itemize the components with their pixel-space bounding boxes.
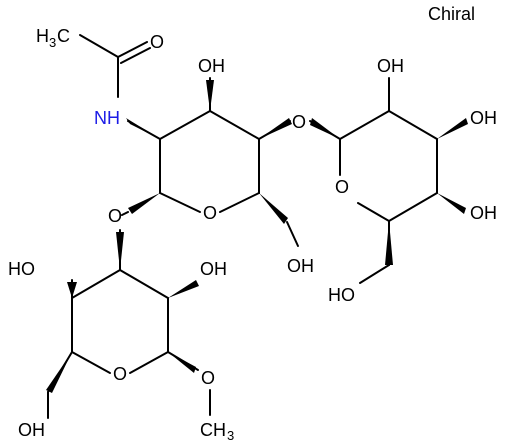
bond-b-c3-c4 <box>71 269 121 299</box>
atom-nh: NH <box>94 108 120 128</box>
wedge-gal-c5-ch2 <box>385 221 393 265</box>
wedge-c4-o <box>259 118 292 139</box>
atom-methyl-top-h: H <box>36 26 49 46</box>
bond-lines <box>47 34 438 419</box>
wedge-c5-ch2 <box>259 193 288 224</box>
wedge-b-c3-o <box>116 232 124 270</box>
atom-carbonyl-o: O <box>150 32 164 52</box>
atom-o-ring-gal: O <box>335 177 349 197</box>
bond-b-c3-c2 <box>119 269 169 299</box>
atom-oh-bottom-right: OH <box>200 259 227 279</box>
bond-b-oring-c5 <box>71 351 111 374</box>
bond-b-c1-oring <box>129 351 169 374</box>
bond-carbonyl-double-2 <box>120 47 151 64</box>
stereo-wedges <box>46 80 468 393</box>
atom-o-glyc-right: O <box>292 112 306 132</box>
atom-o-glyc-left: O <box>108 206 122 226</box>
wedge-b-c2-oh <box>168 280 199 298</box>
atom-ho-gal-ch2: HO <box>328 285 355 305</box>
atom-methyl-bottom-sub: 3 <box>227 428 234 443</box>
bond-methyl-carbonyl <box>79 34 119 58</box>
atom-oh-gal-right-upper: OH <box>470 108 497 128</box>
bond-gal-c2-c3 <box>388 110 438 140</box>
atom-oh-bottom-ch2: OH <box>18 420 45 440</box>
wedge-gal-c4-oh <box>437 193 466 214</box>
bond-gal-ch2-oh <box>359 264 390 284</box>
bond-gal-c4-c5 <box>388 192 438 222</box>
bond-c3-c4 <box>209 110 260 140</box>
atom-methyl-top-sub: 3 <box>49 35 56 50</box>
atom-o-methoxy: O <box>201 368 215 388</box>
wedge-c3-oh <box>206 80 214 111</box>
wedge-gal-c1 <box>310 118 340 139</box>
bond-c1-oglyc-left <box>121 211 129 216</box>
wedge-b-c4-oh <box>67 282 77 298</box>
bond-gal-c1-c2 <box>339 110 390 140</box>
atom-methyl-bottom: CH <box>200 420 226 440</box>
wedge-gal-c3-oh <box>437 118 468 139</box>
atom-oh-center-ch2: OH <box>287 256 314 276</box>
wedge-c1-o <box>128 193 160 214</box>
atom-o-ring-center: O <box>203 203 217 223</box>
atom-o-ring-bottom: O <box>113 364 127 384</box>
bond-c5-oring <box>219 192 260 213</box>
bond-c2-c3 <box>159 110 211 140</box>
atom-oh-gal-top: OH <box>377 56 404 76</box>
atom-methyl-top-c: C <box>57 26 70 46</box>
atom-oh-center-top: OH <box>198 56 225 76</box>
atom-ho-bottom-left: HO <box>8 259 35 279</box>
wedge-b-c5-ch2 <box>46 352 72 393</box>
chiral-label: Chiral <box>428 4 475 24</box>
atom-oh-gal-right-lower: OH <box>470 203 497 223</box>
wedge-b-c1-o <box>168 352 196 373</box>
atom-labels: H 3 C O NH OH O O OH O OH OH OH O HO HO … <box>8 26 497 443</box>
wedge-c2-n <box>126 118 160 139</box>
bond-gal-c5-oring <box>357 202 390 222</box>
bond-oring-c1 <box>159 192 201 213</box>
bond-carbonyl-double-1 <box>117 41 148 58</box>
bond-ch2-oh-center <box>286 221 299 247</box>
